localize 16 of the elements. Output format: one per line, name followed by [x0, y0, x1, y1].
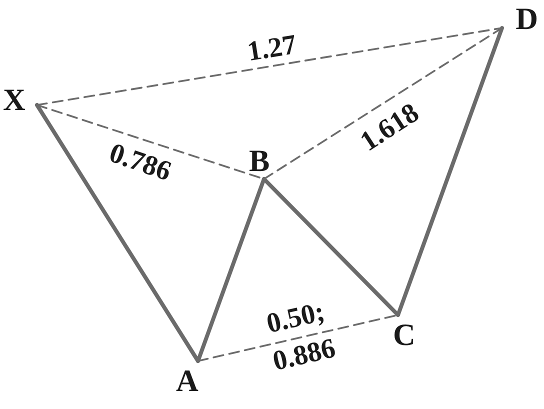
dashed-line [263, 27, 503, 180]
vertex-label: D [502, 4, 538, 34]
thick-line [262, 177, 400, 317]
vertex-label: B [249, 145, 279, 179]
edge-label: 1.618 [354, 96, 426, 160]
edge-label: 0.50; 0.886 [262, 295, 340, 380]
vertex-label: C [393, 315, 423, 355]
thick-line [196, 177, 266, 363]
edge-label: 1.27 [244, 28, 300, 70]
dashed-line [197, 314, 399, 362]
thick-line [35, 103, 200, 363]
vertex-label: A [176, 361, 206, 397]
vertex-label: X [3, 85, 37, 115]
edge-label: 0.786 [104, 136, 176, 190]
thick-line [396, 26, 504, 317]
dashed-line [36, 27, 503, 106]
